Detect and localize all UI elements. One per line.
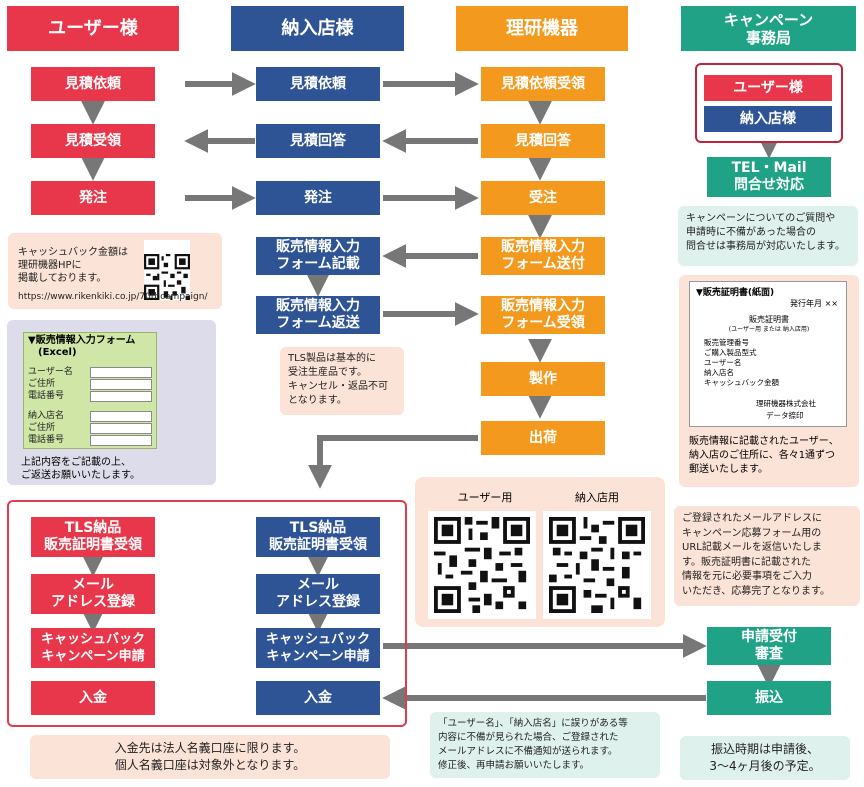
form-label-user-address: ご住所 [28, 379, 56, 389]
dealer-payment-box: 入金 [256, 681, 380, 715]
qr-panel: ユーザー用 納入店用 [415, 477, 665, 627]
user-order-box: 発注 [31, 181, 155, 215]
riken-request-received-box: 見積依頼受領 [481, 67, 605, 101]
certificate-field-1: ご購入製品型式 [704, 348, 757, 357]
user-cert-receive-box: TLS納品 販売証明書受領 [31, 517, 155, 557]
cashback-qr-code[interactable] [144, 240, 190, 300]
certificate-field-4: キャッシュバック金額 [704, 378, 779, 387]
qr-code-icon [144, 254, 190, 300]
qr-code-icon [434, 517, 530, 613]
header-dealer: 納入店様 [231, 6, 404, 51]
certificate-field-0: 販売管理番号 [704, 338, 749, 347]
dealer-form-fill-box: 販売情報入力 フォーム記載 [256, 237, 380, 275]
riken-form-send-box: 販売情報入力 フォーム送付 [481, 237, 605, 275]
qr-code-icon [549, 517, 645, 613]
certificate-stamp: データ捺印 [766, 411, 804, 420]
form-field-user-phone [90, 391, 152, 402]
riken-form-receive-box: 販売情報入力 フォーム受領 [481, 296, 605, 334]
form-label-user-phone: 電話番号 [28, 391, 65, 401]
user-payment-box: 入金 [31, 681, 155, 715]
form-field-dealer-name [90, 411, 152, 422]
cashback-note: キャッシュバック金額は 理研機器HPに 掲載しております。 https://ww… [8, 233, 222, 309]
bottom-application-frame [7, 500, 407, 727]
form-label-dealer-phone: 電話番号 [28, 435, 65, 445]
certificate-sheet: ▼販売証明書(紙面) 発行年月 ×× 販売証明書 (ユーザー用 または 納入店用… [689, 281, 847, 427]
certificate-note: 販売情報に記載されたユーザー、 納入店のご住所に、各々1通ずつ 郵送いたします。 [689, 436, 839, 475]
form-card-note: 上記内容をご記載の上、 ご返送お願いいたします。 [21, 457, 140, 481]
campaign-contact-box: TEL・Mail 問合せ対応 [707, 157, 831, 197]
certificate-doc-title: 販売証明書 [749, 315, 789, 324]
payment-note: 入金先は法人名義口座に限ります。 個人名義口座は対象外となります。 [30, 735, 390, 779]
campaign-contact-note: キャンペーンについてのご質問や 申請時に不備があった場合の 問合せは事務局が対応… [678, 206, 858, 266]
qr-dealer-code[interactable] [543, 511, 651, 619]
cashback-note-text: キャッシュバック金額は 理研機器HPに 掲載しております。 [18, 247, 128, 284]
form-card-sheet: ▼販売情報入力フォーム (Excel) ユーザー名 ご住所 電話番号 納入店名 … [23, 332, 157, 449]
user-request-box: 見積依頼 [31, 67, 155, 101]
dealer-mail-register-box: メール アドレス登録 [256, 574, 380, 614]
riken-ship-box: 出荷 [481, 421, 605, 455]
certificate-issue: 発行年月 ×× [790, 299, 838, 308]
form-field-user-address [90, 379, 152, 390]
certificate-field-3: 納入店名 [704, 368, 734, 377]
certificate-field-2: ユーザー名 [704, 358, 742, 367]
certificate-card: ▼販売証明書(紙面) 発行年月 ×× 販売証明書 (ユーザー用 または 納入店用… [679, 275, 859, 487]
dealer-order-box: 発注 [256, 181, 380, 215]
header-user: ユーザー様 [7, 6, 179, 51]
header-campaign-office: キャンペーン 事務局 [681, 6, 856, 51]
form-field-dealer-address [90, 423, 152, 434]
form-card: ▼販売情報入力フォーム (Excel) ユーザー名 ご住所 電話番号 納入店名 … [7, 320, 216, 485]
riken-manufacture-box: 製作 [481, 362, 605, 396]
form-label-user-name: ユーザー名 [28, 367, 73, 377]
certificate-title: ▼販売証明書(紙面) [696, 288, 775, 298]
tls-note: TLS製品は基本的に 受注生産品です。 キャンセル・返品不可 となります。 [280, 347, 404, 415]
certificate-company: 理研機器株式会社 [756, 399, 816, 408]
header-riken: 理研機器 [456, 6, 628, 51]
qr-user-label: ユーザー用 [457, 491, 513, 504]
error-note: 「ユーザー名」、「納入店名」に誤りがある等 内容に不備が見られた場合、ご登録され… [430, 712, 660, 778]
riken-accept-order-box: 受注 [481, 181, 605, 215]
dealer-cert-receive-box: TLS納品 販売証明書受領 [256, 517, 380, 557]
dealer-answer-box: 見積回答 [256, 124, 380, 158]
form-label-dealer-name: 納入店名 [28, 411, 65, 421]
user-mail-register-box: メール アドレス登録 [31, 574, 155, 614]
dealer-form-return-box: 販売情報入力 フォーム返送 [256, 296, 380, 334]
campaign-transfer-box: 振込 [707, 681, 831, 715]
qr-dealer-label: 納入店用 [575, 491, 619, 504]
email-note: ご登録されたメールアドレスに キャンペーン応募フォーム用の URL記載メールを返… [674, 506, 860, 606]
campaign-office-dealer: 納入店様 [704, 106, 832, 132]
form-field-dealer-phone [90, 435, 152, 446]
user-cashback-apply-box: キャッシュバック キャンペーン申請 [31, 628, 155, 668]
cashback-url-link[interactable]: https://www.rikenkiki.co.jp/70thcampaign… [18, 292, 208, 302]
user-receive-quote-box: 見積受領 [31, 124, 155, 158]
riken-answer-box: 見積回答 [481, 124, 605, 158]
campaign-office-user: ユーザー様 [704, 75, 832, 101]
form-card-title: ▼販売情報入力フォーム (Excel) [28, 335, 136, 358]
form-label-dealer-address: ご住所 [28, 423, 56, 433]
form-field-user-name [90, 367, 152, 378]
dealer-request-box: 見積依頼 [256, 67, 380, 101]
campaign-review-box: 申請受付 審査 [707, 627, 831, 665]
campaign-transfer-note: 振込時期は申請後、 3〜4ヶ月後の予定。 [680, 736, 850, 780]
dealer-cashback-apply-box: キャッシュバック キャンペーン申請 [256, 628, 380, 668]
qr-user-code[interactable] [428, 511, 536, 619]
certificate-doc-sub: (ユーザー用 または 納入店用) [728, 326, 810, 333]
